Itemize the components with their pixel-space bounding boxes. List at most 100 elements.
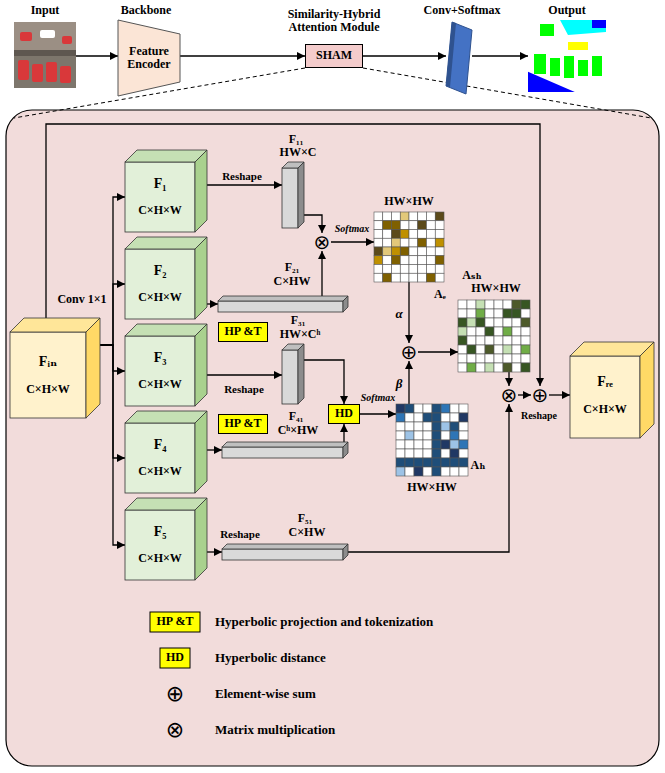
matrix-cell: [427, 238, 436, 247]
layer-slab-edge: [446, 22, 456, 87]
connector: [207, 184, 282, 185]
node-text: ⊗: [314, 232, 331, 252]
node-text: F₁: [154, 176, 167, 191]
feature-bar-shape: [282, 344, 304, 404]
photo-road: [14, 50, 76, 56]
node-heading: Backbone: [121, 4, 172, 17]
matrix-cell: [409, 238, 418, 247]
layer-slab: [446, 22, 472, 94]
matrix-cell: [383, 256, 392, 265]
matrix-cell: [392, 221, 401, 230]
connector: [207, 449, 222, 450]
matrix-cell: [476, 363, 485, 372]
matrix-cell: [441, 413, 450, 422]
matrix-cell: [435, 212, 444, 221]
feature-cube: F₃ C×H×W: [125, 324, 207, 406]
matrix-cell: [435, 238, 444, 247]
matrix-cell: [521, 354, 530, 363]
feature-bar-shape: [222, 544, 348, 560]
matrix-cell: [458, 318, 467, 327]
node-heading: HW×HW: [471, 282, 521, 295]
box-outline: [306, 45, 363, 68]
matrix-cell: [494, 318, 503, 327]
matrix-cell: [512, 363, 521, 372]
legend-swatch: [160, 648, 190, 668]
matrix-cell: [503, 363, 512, 372]
cube-front: [282, 350, 298, 404]
matrix-cell: [494, 309, 503, 318]
node-text: F₄: [154, 437, 167, 452]
matrix-cell: [435, 230, 444, 239]
box-outline: [329, 405, 360, 424]
matrix-cell: [427, 265, 436, 274]
seg-region: [560, 20, 606, 35]
node-heading: Input: [31, 4, 60, 17]
matrix-cell: [396, 449, 405, 458]
seg-region: [550, 58, 560, 76]
cube-top: [125, 324, 207, 336]
matrix-cell: [521, 327, 530, 336]
matrix-cell: [459, 413, 468, 422]
matrix-cell: [494, 327, 503, 336]
connector: [304, 360, 344, 404]
connector: [408, 361, 409, 404]
matrix-cell: [383, 221, 392, 230]
matrix-cell: [467, 345, 476, 354]
matrix-cell: [476, 327, 485, 336]
cube-front: [125, 423, 195, 493]
node-text: C×H×W: [138, 465, 182, 478]
matrix-cell: [400, 265, 409, 274]
edge-label: Reshape: [221, 170, 263, 182]
connector: [472, 55, 528, 56]
cube-side: [195, 411, 207, 493]
matrix-cell: [441, 467, 450, 476]
connector: [408, 282, 409, 343]
matrix-cell: [485, 318, 494, 327]
feature-bar: F₅₁C×HW: [222, 544, 348, 560]
node-text: F₃: [154, 350, 167, 365]
edge-label: α: [394, 307, 403, 321]
seg-region: [568, 42, 588, 50]
legend-symbol: ⊕: [166, 683, 184, 705]
matrix-cell: [450, 449, 459, 458]
matrix-cell: [418, 230, 427, 239]
connector: [360, 413, 396, 414]
matrix-cell: [383, 238, 392, 247]
matrix-cell: [396, 422, 405, 431]
encoder-trapezoid: BackboneFeature Encoder: [118, 20, 180, 96]
matrix-cell: [423, 422, 432, 431]
connector: [363, 55, 446, 56]
matrix-cell: [521, 363, 530, 372]
cube-front: [282, 168, 298, 228]
box-outline: [219, 415, 268, 434]
node-text: F₅: [154, 524, 167, 539]
seg-region: [564, 56, 574, 78]
cube-top: [218, 296, 348, 301]
node-text: F₂: [154, 263, 167, 278]
node-heading: F₂₁: [285, 261, 300, 274]
matrix-cell: [503, 327, 512, 336]
node-text: C×H×W: [138, 378, 182, 391]
node-heading: C×HW: [274, 275, 311, 288]
connector: [343, 424, 344, 442]
matrix-cell: [476, 336, 485, 345]
feature-bar: F₂₁C×HW: [218, 296, 348, 312]
matrix-cell: [485, 354, 494, 363]
matrix-cell: [459, 449, 468, 458]
matrix-cell: [400, 230, 409, 239]
node-heading: Output: [548, 4, 585, 17]
photo-ground: [14, 22, 76, 88]
matrix-cell: [494, 345, 503, 354]
matrix-cell: [374, 247, 383, 256]
conv-layer-shape: [446, 22, 472, 94]
feature-bar: F₄₁Cʰ×HW: [222, 442, 348, 458]
matrix-cell: [392, 212, 401, 221]
node-heading: Aₛₕ: [462, 269, 482, 282]
node-heading: Conv+Softmax: [424, 4, 501, 17]
cube-front: [125, 162, 195, 232]
matrix-cell: [476, 300, 485, 309]
matrix-cell: [512, 345, 521, 354]
connector: [207, 551, 222, 552]
edge-label: Reshape: [223, 383, 265, 395]
matrix-cell: [405, 440, 414, 449]
